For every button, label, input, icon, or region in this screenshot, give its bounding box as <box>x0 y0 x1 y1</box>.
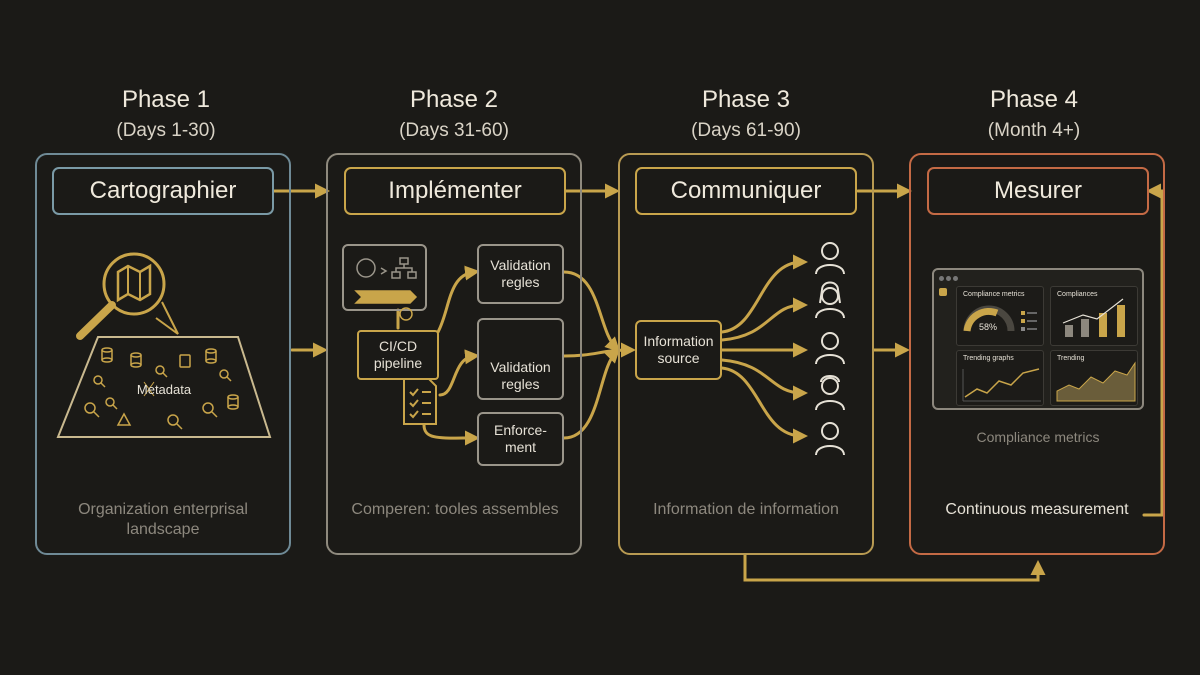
verb-implementer: Implémenter <box>344 167 566 215</box>
phase-1-caption: Organization enterprisal landscape <box>78 501 248 538</box>
phase-2-heading: Phase 2 (Days 31-60) <box>324 86 584 142</box>
phase-3-caption: Information de information <box>653 501 839 518</box>
phase-4-title: Phase 4 <box>989 86 1079 113</box>
person-icon <box>815 422 845 456</box>
phase-4-panel <box>909 153 1165 555</box>
information-source-node: Information source <box>635 320 722 380</box>
dashboard-caption: Compliance metrics <box>976 429 1100 445</box>
phase-4-caption: Continuous measurement <box>945 501 1129 518</box>
phase-2-caption: Comperen: tooles assembles <box>351 501 559 518</box>
arrow-cicd-to-validation1 <box>436 265 480 334</box>
phase-2-days: (Days 31-60) <box>399 120 509 141</box>
phase-1-heading: Phase 1 (Days 1-30) <box>36 86 296 142</box>
dashboard-card2-title: Compliances <box>1057 291 1098 298</box>
dashboard-icon: Compliance metrics 58% Compliances Trend… <box>932 268 1144 410</box>
verb-cartographier: Cartographier <box>52 167 274 215</box>
person-icon <box>815 332 845 365</box>
person-icon <box>815 242 845 275</box>
metadata-plane <box>56 336 272 438</box>
dashboard-card1-title: Compliance metrics <box>963 291 1025 298</box>
dashboard-card-trending: Trending <box>1050 350 1138 406</box>
person-icon <box>815 375 845 411</box>
dashboard-gauge-value: 58% <box>979 322 998 332</box>
validation-rules-node-2: Validation regles <box>477 318 564 400</box>
dashboard-card4-title: Trending <box>1057 355 1085 362</box>
phase-4-days: (Month 4+) <box>987 120 1081 141</box>
metadata-label: Metadata <box>136 382 192 397</box>
phase-4-heading: Phase 4 (Month 4+) <box>904 86 1164 142</box>
phase-1-panel <box>35 153 291 555</box>
validation-rules-node-1: Validation regles <box>477 244 564 304</box>
gauge-icon <box>963 305 1037 332</box>
verb-communiquer: Communiquer <box>635 167 857 215</box>
bar-chart-icon <box>1062 298 1125 337</box>
metadata-icons <box>84 347 239 430</box>
area-chart-icon <box>1056 361 1136 402</box>
phase-1-title: Phase 1 <box>121 86 211 113</box>
phase-2-panel <box>326 153 582 555</box>
phase-3-days: (Days 61-90) <box>691 120 801 141</box>
phase-1-days: (Days 1-30) <box>116 120 216 141</box>
phase-3-panel <box>618 153 874 555</box>
bottom-loop-arrow <box>743 553 1046 582</box>
magnifier-map-icon <box>76 252 179 340</box>
arrow-checklist-to-enforcement <box>422 423 480 446</box>
feedback-loop-arrow <box>1142 183 1164 517</box>
arrow-cicd-to-validation2 <box>438 349 480 397</box>
cicd-pipeline-node: CI/CD pipeline <box>357 330 439 380</box>
phase-3-heading: Phase 3 (Days 61-90) <box>616 86 876 142</box>
enforcement-node: Enforce-ment <box>477 412 564 466</box>
phase-3-title: Phase 3 <box>701 86 791 113</box>
line-chart-icon <box>962 368 1041 402</box>
dashboard-card-compliances: Compliances <box>1050 286 1138 346</box>
phase-2-title: Phase 2 <box>409 86 499 113</box>
person-icon <box>815 281 845 319</box>
verb-mesurer: Mesurer <box>927 167 1149 215</box>
cicd-gears-icon <box>342 244 427 321</box>
dashboard-card-trending-graphs: Trending graphs <box>956 350 1044 406</box>
dashboard-card3-title: Trending graphs <box>963 355 1014 362</box>
dashboard-card-compliance-metrics: Compliance metrics 58% <box>956 286 1044 346</box>
person-icons <box>815 242 845 456</box>
